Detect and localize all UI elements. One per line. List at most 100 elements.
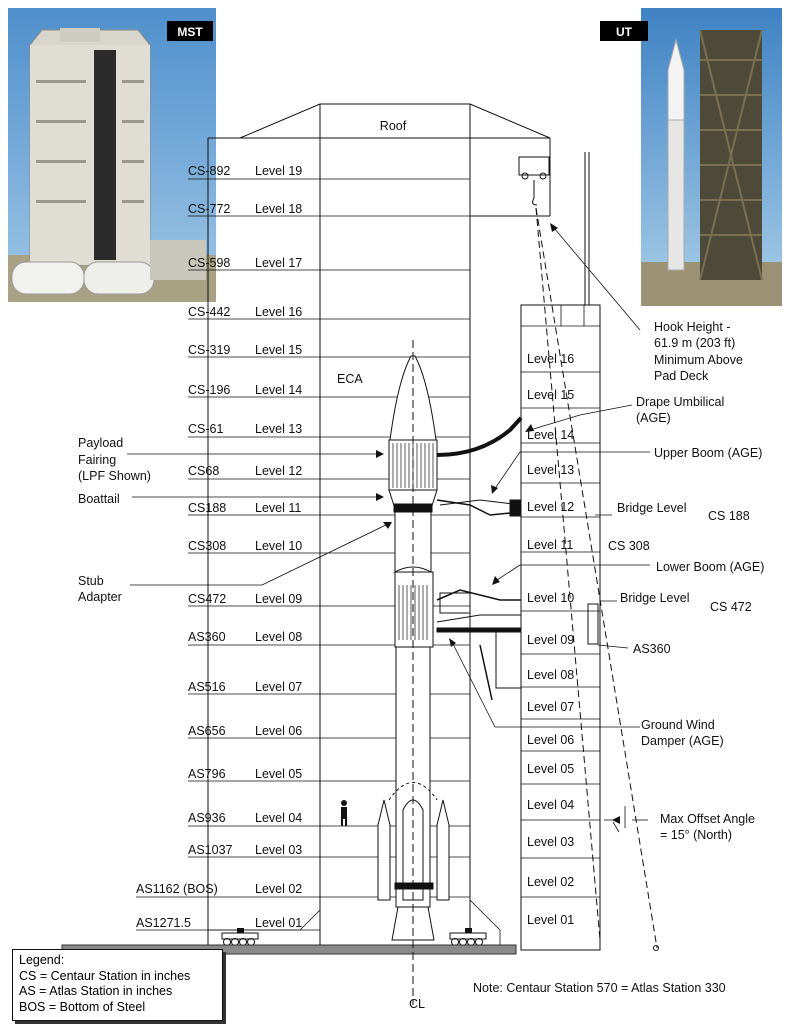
stub-adapter-label: Stub bbox=[78, 574, 104, 588]
mst-level-label: Level 11 bbox=[255, 501, 301, 515]
ut-level-label: Level 12 bbox=[527, 500, 574, 514]
station-note: Note: Centaur Station 570 = Atlas Statio… bbox=[473, 981, 726, 995]
mst-label-box bbox=[167, 21, 213, 41]
station-label: CS188 bbox=[188, 501, 226, 515]
bridge-level-upper-label: Bridge Level bbox=[617, 501, 687, 515]
legend-box: Legend: CS = Centaur Station in inches A… bbox=[12, 949, 223, 1021]
stub-adapter-label: Adapter bbox=[78, 590, 122, 604]
upper-boom-label: Upper Boom (AGE) bbox=[654, 446, 762, 460]
person-figure bbox=[341, 800, 347, 826]
station-label: AS1271.5 bbox=[136, 916, 191, 930]
cs472-right-label: CS 472 bbox=[710, 600, 752, 614]
mst-level-label: Level 14 bbox=[255, 383, 302, 397]
payload-fairing-label: (LPF Shown) bbox=[78, 469, 151, 483]
ground-wind-damper-label: Ground Wind bbox=[641, 718, 715, 732]
hook-plumb bbox=[653, 945, 659, 951]
hook-height-label: Minimum Above bbox=[654, 353, 743, 367]
max-offset-label: Max Offset Angle bbox=[660, 812, 755, 826]
mst-label: MST bbox=[177, 25, 203, 39]
station-label: CS-892 bbox=[188, 164, 230, 178]
station-label: CS-442 bbox=[188, 305, 230, 319]
mst-level-label: Level 19 bbox=[255, 164, 302, 178]
ut-label: UT bbox=[616, 25, 633, 39]
station-label: AS1162 (BOS) bbox=[136, 882, 218, 896]
boattail-label: Boattail bbox=[78, 492, 120, 506]
ut-level-labels: Level 16 Level 15 Level 14 Level 13 Leve… bbox=[527, 352, 574, 927]
hook-height-label: Pad Deck bbox=[654, 369, 709, 383]
mst-photo bbox=[8, 8, 216, 302]
station-label: CS-598 bbox=[188, 256, 230, 270]
mst-level-label: Level 05 bbox=[255, 767, 302, 781]
ut-level-label: Level 15 bbox=[527, 388, 574, 402]
ut-level-label: Level 11 bbox=[527, 538, 573, 552]
mst-level-label: Level 03 bbox=[255, 843, 302, 857]
mst-level-label: Level 17 bbox=[255, 256, 302, 270]
callout-arrowheads bbox=[376, 223, 620, 824]
station-label: AS1037 bbox=[188, 843, 233, 857]
legend-line: CS = Centaur Station in inches bbox=[19, 968, 191, 983]
payload-fairing-label: Fairing bbox=[78, 453, 116, 467]
callout-leaders bbox=[127, 227, 650, 828]
mst-level-label: Level 18 bbox=[255, 202, 302, 216]
bridge-level-lower-label: Bridge Level bbox=[620, 591, 690, 605]
hook-height-label: 61.9 m (203 ft) bbox=[654, 336, 735, 350]
umbilical-equipment bbox=[436, 416, 599, 701]
station-label: AS656 bbox=[188, 724, 226, 738]
station-label: AS360 bbox=[188, 630, 226, 644]
ut-level-label: Level 14 bbox=[527, 428, 574, 442]
ut-level-label: Level 08 bbox=[527, 668, 574, 682]
legend-line: AS = Atlas Station in inches bbox=[19, 984, 173, 998]
station-label: CS-319 bbox=[188, 343, 230, 357]
cs188-right-label: CS 188 bbox=[708, 509, 750, 523]
ut-level-label: Level 05 bbox=[527, 762, 574, 776]
ut-level-label: Level 03 bbox=[527, 835, 574, 849]
ut-level-label: Level 01 bbox=[527, 913, 574, 927]
mst-level-label: Level 12 bbox=[255, 464, 302, 478]
mst-level-labels: Level 19 Level 18 Level 17 Level 16 Leve… bbox=[255, 164, 302, 930]
mst-level-label: Level 04 bbox=[255, 811, 302, 825]
lower-boom-label: Lower Boom (AGE) bbox=[656, 560, 764, 574]
ut-label-box bbox=[600, 21, 648, 41]
roof-label: Roof bbox=[380, 119, 407, 133]
station-label: CS-772 bbox=[188, 202, 230, 216]
ut-level-label: Level 04 bbox=[527, 798, 574, 812]
ut-level-label: Level 06 bbox=[527, 733, 574, 747]
legend-title: Legend: bbox=[19, 953, 65, 967]
mst-level-label: Level 06 bbox=[255, 724, 302, 738]
as360-right-label: AS360 bbox=[633, 642, 671, 656]
max-offset-label: = 15° (North) bbox=[660, 828, 732, 842]
mst-level-label: Level 10 bbox=[255, 539, 302, 553]
mst-level-label: Level 02 bbox=[255, 882, 302, 896]
drape-umbilical-label: Drape Umbilical bbox=[636, 395, 724, 409]
station-label: CS308 bbox=[188, 539, 226, 553]
payload-fairing-label: Payload bbox=[78, 436, 123, 450]
hook-line-right bbox=[535, 207, 658, 949]
ut-level-label: Level 10 bbox=[527, 591, 574, 605]
station-label: CS472 bbox=[188, 592, 226, 606]
ut-photo bbox=[641, 8, 782, 306]
cs308-right-label: CS 308 bbox=[608, 539, 650, 553]
mst-level-label: Level 07 bbox=[255, 680, 302, 694]
mst-level-label: Level 16 bbox=[255, 305, 302, 319]
station-label: CS-196 bbox=[188, 383, 230, 397]
station-label: AS516 bbox=[188, 680, 226, 694]
hook-line-left bbox=[535, 207, 601, 941]
station-label: AS936 bbox=[188, 811, 226, 825]
station-label: CS-61 bbox=[188, 422, 223, 436]
ut-level-label: Level 16 bbox=[527, 352, 574, 366]
ground-wind-damper-label: Damper (AGE) bbox=[641, 734, 724, 748]
centerline-label: CL bbox=[409, 997, 425, 1011]
ut-level-label: Level 13 bbox=[527, 463, 574, 477]
mst-level-label: Level 09 bbox=[255, 592, 302, 606]
mst-level-label: Level 13 bbox=[255, 422, 302, 436]
station-label: CS68 bbox=[188, 464, 219, 478]
hook bbox=[518, 156, 550, 206]
mst-level-label: Level 08 bbox=[255, 630, 302, 644]
ut-level-label: Level 02 bbox=[527, 875, 574, 889]
eca-label: ECA bbox=[337, 372, 363, 386]
mst-level-label: Level 15 bbox=[255, 343, 302, 357]
mst-level-label: Level 01 bbox=[255, 916, 302, 930]
station-labels: CS-892 CS-772 CS-598 CS-442 CS-319 CS-19… bbox=[136, 164, 233, 930]
hook-height-label: Hook Height - bbox=[654, 320, 730, 334]
